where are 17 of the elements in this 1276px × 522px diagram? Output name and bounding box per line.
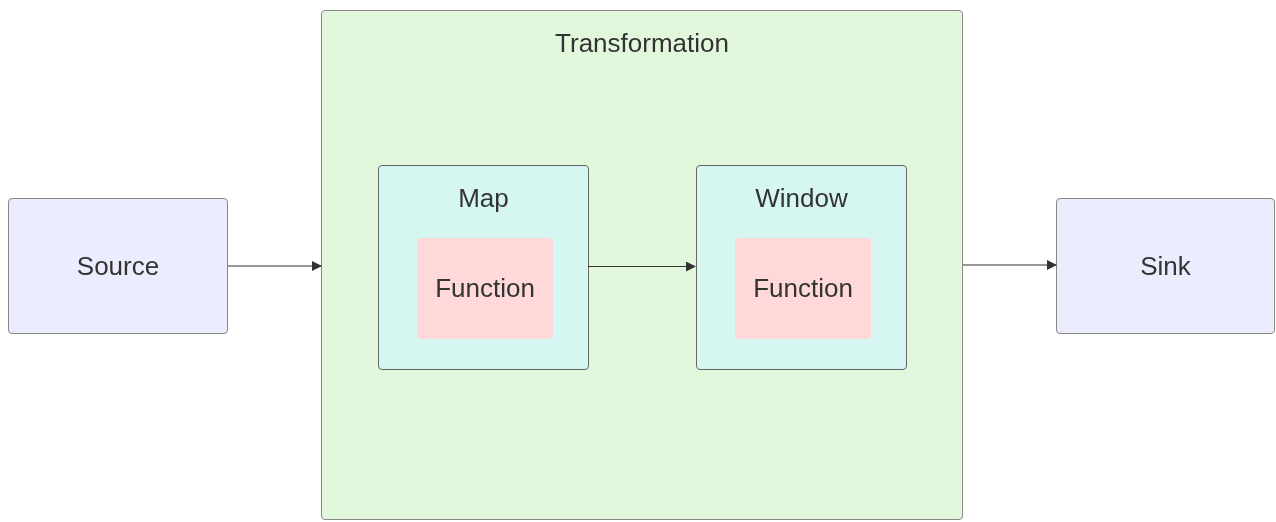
group-box	[321, 10, 963, 520]
arrow	[587, 261, 696, 272]
group-box	[378, 165, 589, 370]
node-label: Source	[76, 249, 160, 283]
function-box	[417, 238, 553, 339]
arrow	[227, 261, 322, 271]
arrow	[962, 260, 1057, 270]
node-label: Map	[458, 182, 509, 215]
node-label: Function	[435, 272, 535, 305]
group-box	[696, 165, 907, 370]
process-box	[1056, 198, 1275, 334]
node-label: Window	[755, 182, 848, 215]
process-box	[8, 198, 228, 334]
node-label: Sink	[1140, 249, 1191, 283]
node-label: Function	[753, 272, 853, 305]
node-label: Transformation	[555, 27, 729, 60]
function-box	[735, 238, 871, 339]
